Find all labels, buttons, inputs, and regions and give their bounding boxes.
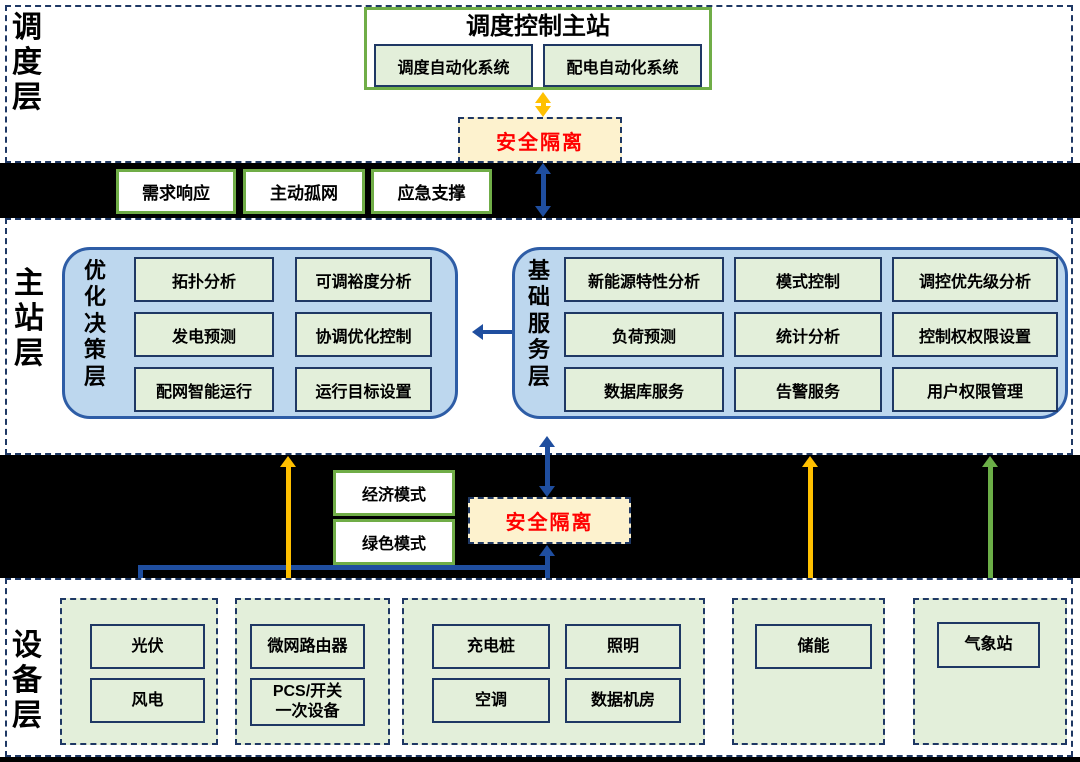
- master-router-group-arrow: [280, 456, 296, 593]
- device-group-weather: 气象站: [913, 598, 1067, 745]
- optimization-item: 拓扑分析: [134, 257, 274, 302]
- base-service-item: 调控优先级分析: [892, 257, 1058, 302]
- base-service-item: 数据库服务: [564, 367, 724, 412]
- dispatch-isolation-box: 安全隔离: [458, 117, 622, 163]
- base-service-item: 统计分析: [734, 312, 882, 357]
- base-service-item: 新能源特性分析: [564, 257, 724, 302]
- dispatch-main-station: 调度控制主站 调度自动化系统 配电自动化系统: [364, 7, 712, 90]
- main-station-title: 调度控制主站: [466, 13, 610, 40]
- device-isolation-box: 安全隔离: [468, 497, 631, 544]
- main-station-isolation-arrow: [535, 92, 551, 117]
- device-item: 风电: [90, 678, 205, 723]
- dispatch-master-arrow: [535, 163, 551, 217]
- economic-mode-box: 经济模式: [333, 470, 455, 516]
- base-to-optimization-arrow: [472, 324, 514, 340]
- base-service-item: 控制权权限设置: [892, 312, 1058, 357]
- optimization-item: 运行目标设置: [295, 367, 432, 412]
- base-service-item: 用户权限管理: [892, 367, 1058, 412]
- distribution-automation-system-box: 配电自动化系统: [543, 44, 702, 87]
- active-islanding-box: 主动孤网: [243, 169, 365, 214]
- base-service-grid: 新能源特性分析 模式控制 调控优先级分析 负荷预测 统计分析 控制权权限设置 数…: [564, 257, 1058, 412]
- optimization-grid: 拓扑分析 可调裕度分析 发电预测 协调优化控制 配网智能运行 运行目标设置: [134, 257, 432, 412]
- device-item: 光伏: [90, 624, 205, 669]
- device-group-pv-wind: 光伏 风电: [60, 598, 218, 745]
- base-service-item: 模式控制: [734, 257, 882, 302]
- device-item: 微网路由器: [250, 624, 365, 669]
- device-item: 储能: [755, 624, 872, 669]
- demand-response-box: 需求响应: [116, 169, 236, 214]
- optimization-item: 发电预测: [134, 312, 274, 357]
- master-storage-group-arrow: [802, 456, 818, 594]
- base-service-item: 告警服务: [734, 367, 882, 412]
- optimization-decision-label: 优化决策层: [84, 258, 107, 389]
- optimization-item: 配网智能运行: [134, 367, 274, 412]
- device-group-router-pcs: 微网路由器 PCS/开关 一次设备: [235, 598, 390, 745]
- optimization-item: 可调裕度分析: [295, 257, 432, 302]
- base-isolation-upper-arrow: [539, 436, 555, 497]
- device-item: 空调: [432, 678, 550, 723]
- emergency-support-box: 应急支撑: [371, 169, 492, 214]
- base-service-label: 基础服务层: [528, 258, 551, 389]
- device-group-storage: 储能: [732, 598, 885, 745]
- green-mode-box: 绿色模式: [333, 519, 455, 565]
- device-item: 数据机房: [565, 678, 681, 723]
- master-layer-label: 主站层: [14, 267, 44, 371]
- separator-band-bottom: [0, 757, 1080, 762]
- optimization-item: 协调优化控制: [295, 312, 432, 357]
- device-item: 气象站: [937, 622, 1040, 668]
- master-weather-group-arrow: [982, 456, 998, 596]
- base-service-item: 负荷预测: [564, 312, 724, 357]
- dispatch-layer-label: 调度层: [12, 11, 42, 115]
- device-item: 充电桩: [432, 624, 550, 669]
- device-item: 照明: [565, 624, 681, 669]
- dispatch-automation-system-box: 调度自动化系统: [374, 44, 533, 87]
- device-group-loads: 充电桩 照明 空调 数据机房: [402, 598, 705, 745]
- device-item: PCS/开关 一次设备: [250, 678, 365, 726]
- device-layer-label: 设备层: [12, 629, 42, 733]
